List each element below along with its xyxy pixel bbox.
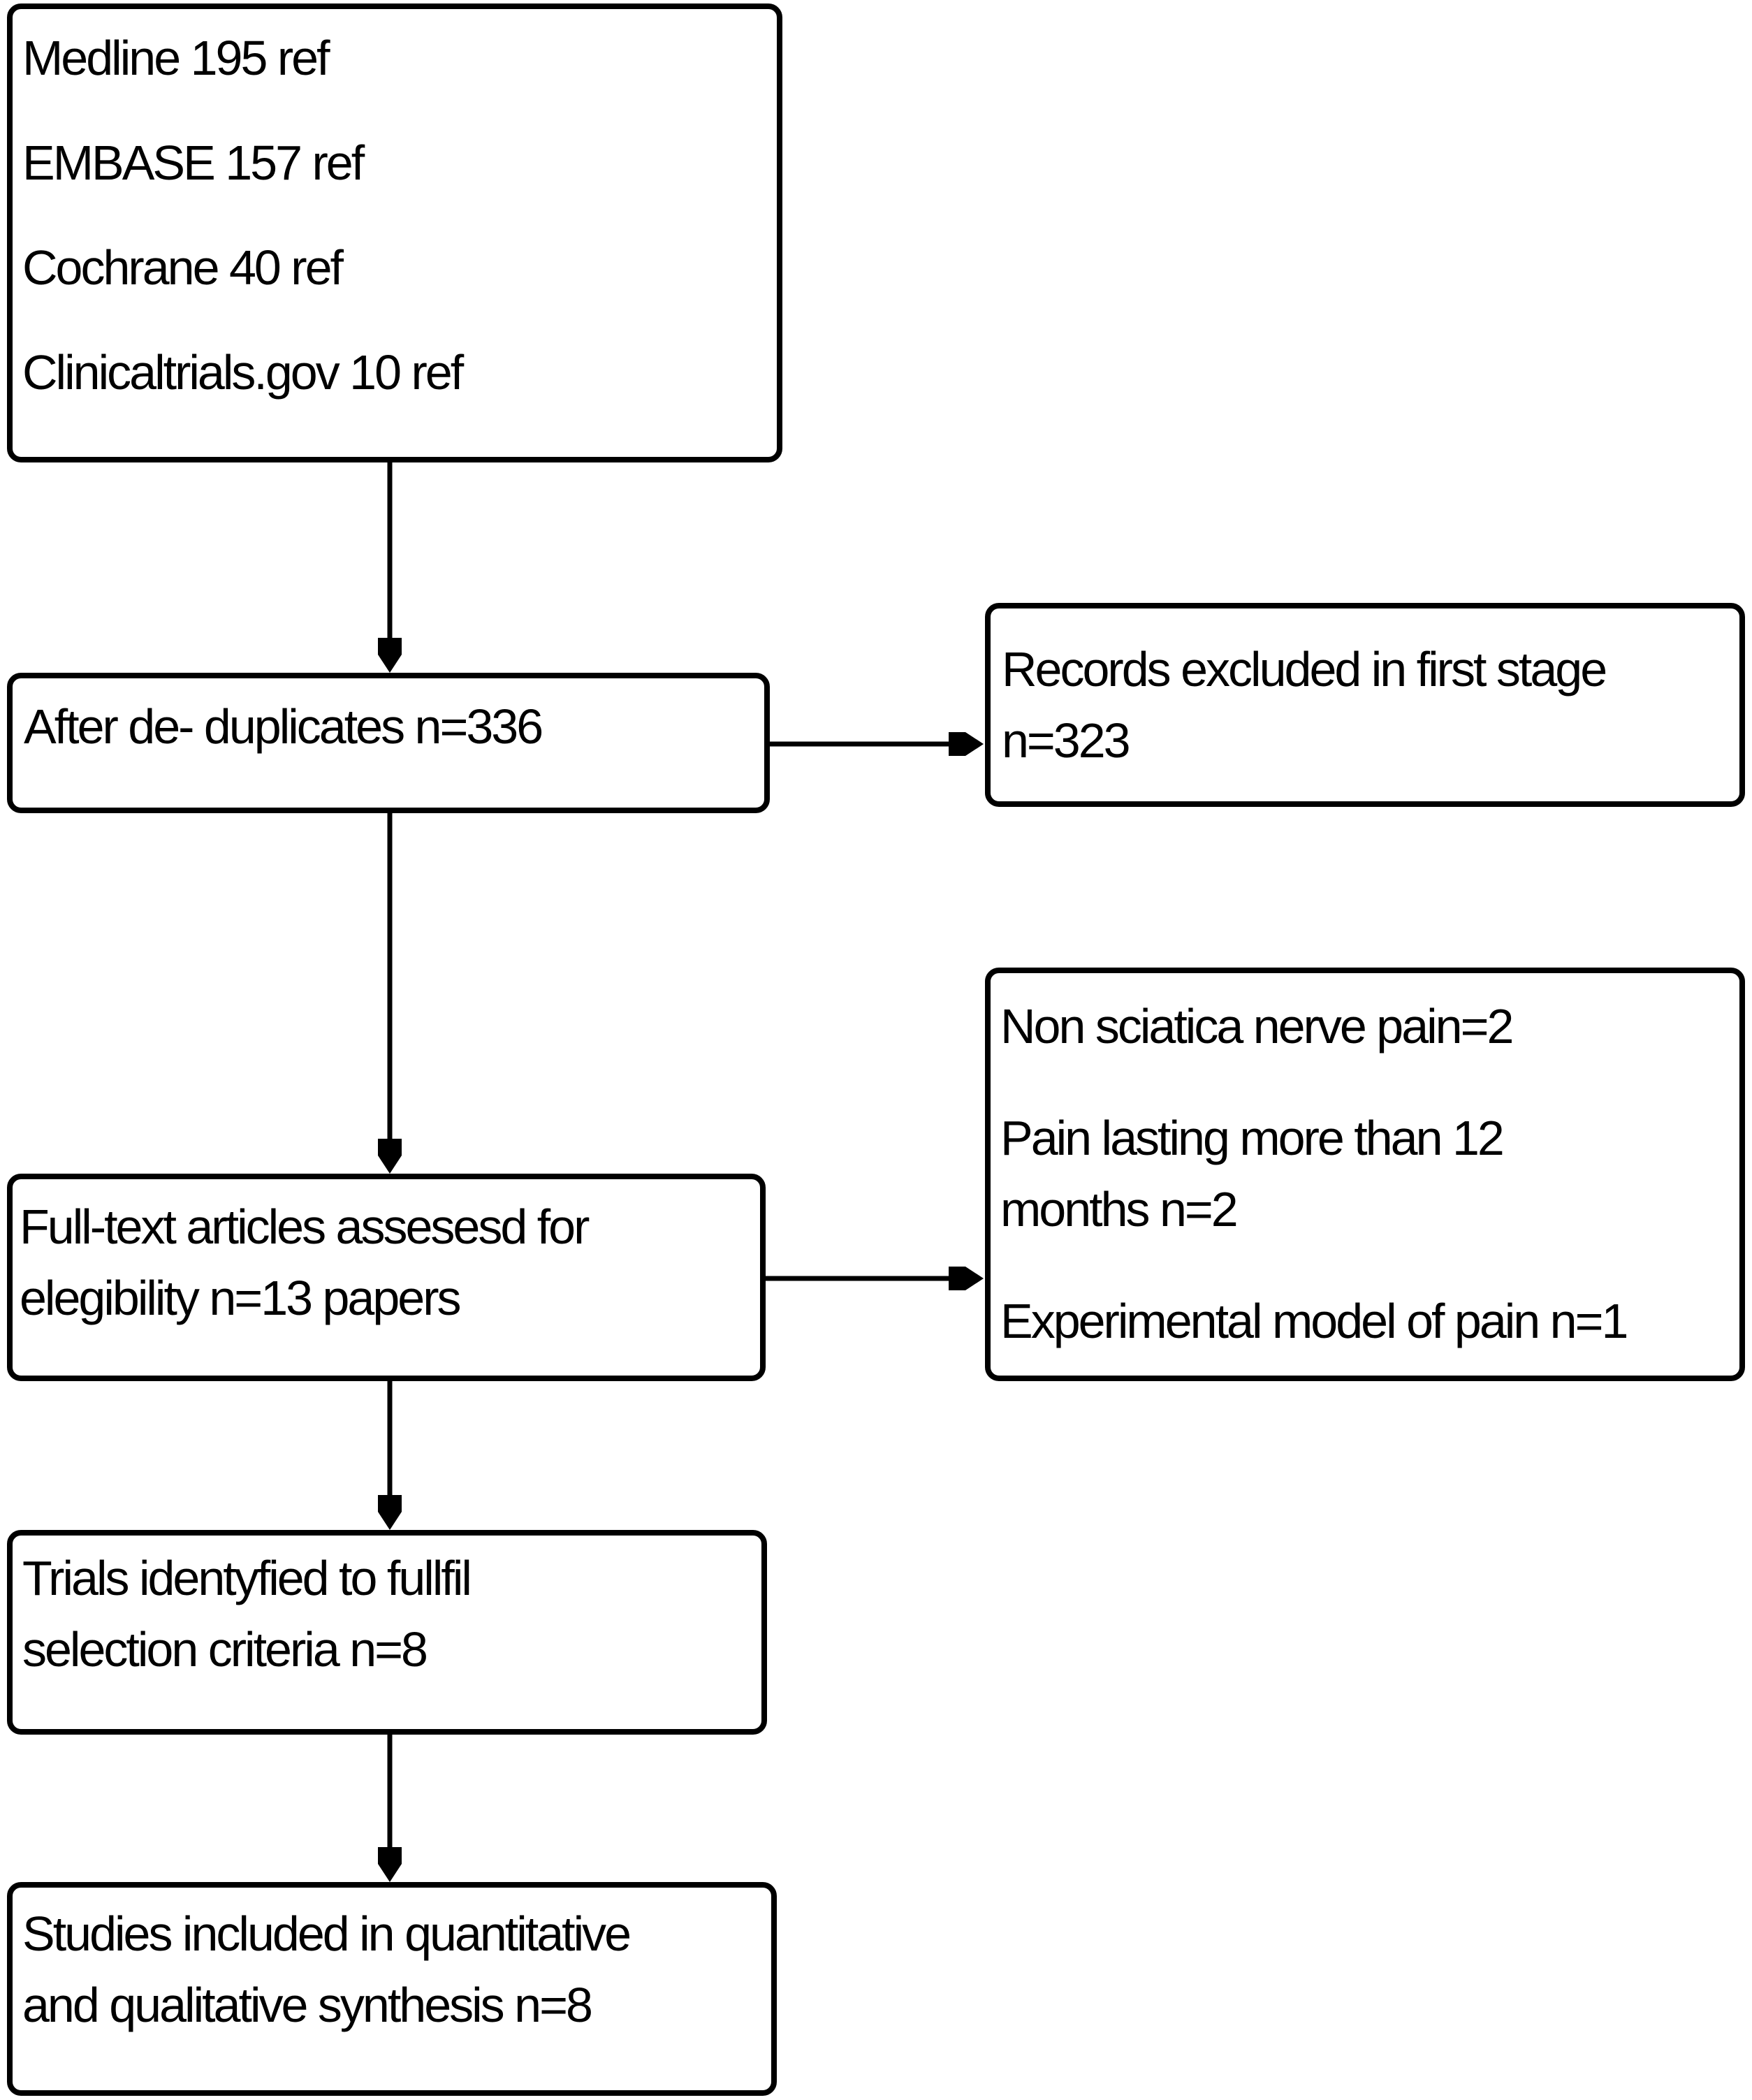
arrow-sources-to-dedup <box>378 458 402 673</box>
arrowhead-right-icon <box>965 1267 984 1290</box>
excluded-line-2: n=323 <box>1002 713 1131 768</box>
source-line-medline: Medline 195 ref <box>22 31 330 85</box>
arrow-trials-to-included <box>378 1735 402 1882</box>
box-studies-included: Studies included in quantitative and qua… <box>7 1882 777 2096</box>
box-trials-identified: Trials identyfied to fullfil selection c… <box>7 1530 767 1735</box>
source-line-clinicaltrials: Clinicaltrials.gov 10 ref <box>22 345 464 400</box>
arrowhead-collar <box>378 1139 402 1155</box>
dedup-label: After de- duplicates n=336 <box>24 699 543 754</box>
fulltext-line-1: Full-text articles assesesd for <box>20 1200 590 1254</box>
arrowhead-collar <box>949 732 965 756</box>
arrowhead-collar <box>378 638 402 655</box>
trials-line-1: Trials identyfied to fullfil <box>22 1551 472 1605</box>
fulltext-line-2: elegibility n=13 papers <box>20 1271 462 1325</box>
source-line-embase: EMBASE 157 ref <box>22 136 365 190</box>
box-after-deduplication: After de- duplicates n=336 <box>7 673 770 813</box>
trials-line-2: selection criteria n=8 <box>22 1622 428 1677</box>
arrowhead-down-icon <box>378 655 402 673</box>
reason-pain-duration-line-2: months n=2 <box>1000 1182 1239 1237</box>
box-records-excluded-first-stage: Records excluded in first stage n=323 <box>985 603 1745 807</box>
box-exclusion-reasons: Non sciatica nerve pain=2 Pain lasting m… <box>985 968 1745 1381</box>
arrow-dedup-to-excluded <box>768 732 984 756</box>
reason-experimental-model: Experimental model of pain n=1 <box>1000 1294 1628 1348</box>
arrowhead-down-icon <box>378 1864 402 1882</box>
excluded-line-1: Records excluded in first stage <box>1002 642 1607 697</box>
arrowhead-down-icon <box>378 1155 402 1174</box>
source-line-cochrane: Cochrane 40 ref <box>22 240 344 295</box>
arrowhead-collar <box>949 1267 965 1290</box>
arrowhead-collar <box>378 1495 402 1512</box>
included-line-1: Studies included in quantitative <box>22 1906 632 1961</box>
arrow-fulltext-to-reasons <box>766 1267 984 1290</box>
arrow-fulltext-to-trials <box>378 1381 402 1530</box>
reason-pain-duration-line-1: Pain lasting more than 12 <box>1000 1111 1505 1165</box>
box-search-sources: Medline 195 ref EMBASE 157 ref Cochrane … <box>7 3 782 462</box>
arrow-dedup-to-fulltext <box>378 813 402 1174</box>
box-fulltext-assessed: Full-text articles assesesd for elegibil… <box>7 1174 766 1381</box>
arrowhead-collar <box>378 1847 402 1864</box>
arrowhead-down-icon <box>378 1512 402 1530</box>
arrowhead-right-icon <box>965 732 984 756</box>
reason-non-sciatica: Non sciatica nerve pain=2 <box>1000 999 1514 1053</box>
included-line-2: and qualitative synthesis n=8 <box>22 1978 593 2032</box>
